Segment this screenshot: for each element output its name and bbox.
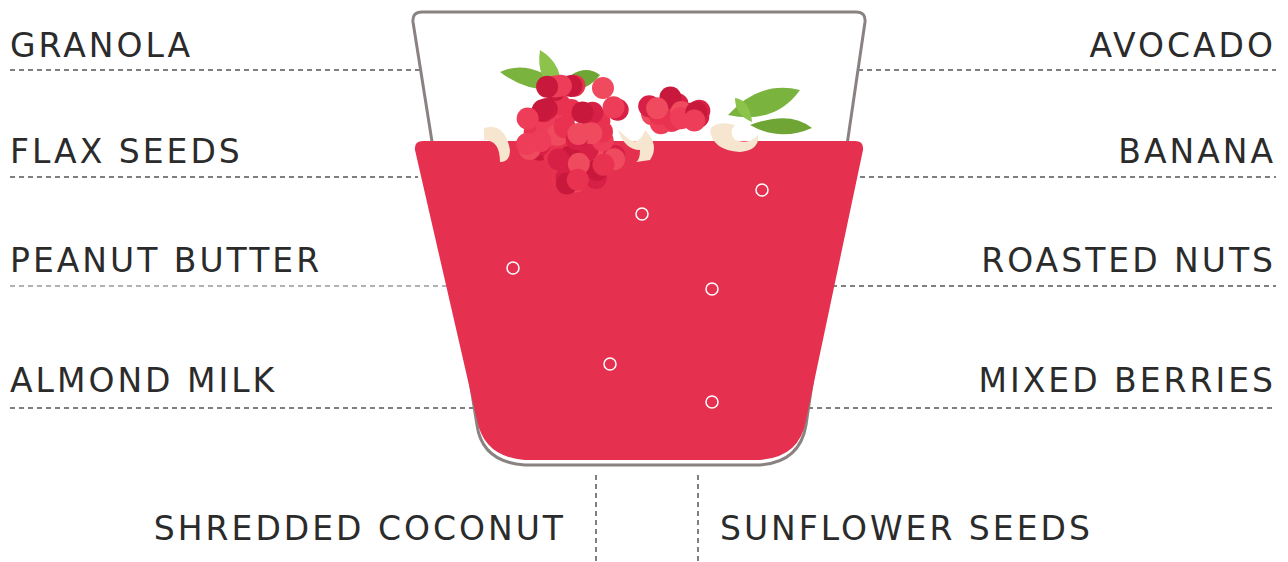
leader-line: [832, 285, 1276, 287]
leaf: [750, 118, 812, 134]
ingredient-label: GRANOLA: [10, 28, 193, 64]
ingredient-label: BANANA: [1118, 134, 1276, 170]
leader-line: [10, 285, 447, 287]
bubbles: [507, 184, 768, 408]
banana-slices: [484, 123, 758, 162]
leader-line: [858, 69, 1276, 71]
ingredient-label: ROASTED NUTS: [981, 243, 1276, 279]
bubble: [756, 184, 768, 196]
berry-drupelet: [516, 133, 538, 155]
bubble: [706, 283, 718, 295]
bubble: [507, 262, 519, 274]
ingredient-label: SUNFLOWER SEEDS: [720, 511, 1093, 547]
bubble: [706, 396, 718, 408]
ingredient-label: MIXED BERRIES: [979, 363, 1276, 399]
leader-line: [808, 407, 1276, 409]
smoothie-liquid: [415, 141, 863, 460]
leader-line: [10, 176, 418, 178]
berry-drupelet: [683, 109, 705, 131]
ingredient-label: ALMOND MILK: [10, 363, 277, 399]
raspberries: [516, 75, 710, 195]
berry-drupelet: [603, 96, 625, 118]
leaf: [735, 98, 752, 122]
berry-drupelet: [567, 169, 589, 191]
mint-leaves: [500, 50, 812, 134]
berry-drupelet: [592, 77, 614, 99]
ingredient-label: FLAX SEEDS: [10, 134, 243, 170]
ingredient-label: PEANUT BUTTER: [10, 243, 322, 279]
bubble: [604, 358, 616, 370]
berry-drupelet: [646, 97, 668, 119]
banana-slice: [618, 130, 654, 162]
leader-line: [860, 176, 1276, 178]
berry-drupelet: [592, 154, 614, 176]
leader-line: [697, 475, 699, 562]
berry-drupelet: [517, 107, 539, 129]
bubble: [636, 208, 648, 220]
leader-line: [595, 475, 597, 562]
banana-slice: [710, 123, 758, 152]
glass-outline: [413, 12, 865, 465]
ingredient-label: SHREDDED COCONUT: [154, 511, 566, 547]
leader-line: [10, 69, 420, 71]
leader-line: [10, 407, 475, 409]
berry-drupelet: [548, 148, 570, 170]
berry-drupelet: [572, 102, 594, 124]
berry-drupelet: [567, 123, 589, 145]
leader-lines: [10, 70, 1276, 562]
banana-slice: [484, 127, 510, 162]
ingredient-label: AVOCADO: [1090, 28, 1276, 64]
berry-drupelet: [536, 76, 558, 98]
